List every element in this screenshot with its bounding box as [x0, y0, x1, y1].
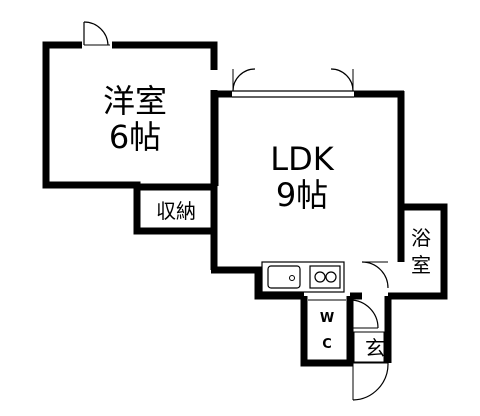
- storage-walls: [133, 185, 214, 235]
- western-room-top-wall: [112, 41, 218, 70]
- bathroom-walls: [388, 203, 448, 300]
- sink: [267, 265, 301, 289]
- wc-walls: [300, 296, 354, 367]
- entrance-walls: [346, 296, 392, 363]
- bathroom: 浴 室: [361, 203, 448, 300]
- entrance-door[interactable]: [352, 362, 389, 401]
- ldk-room: LDK 9帖: [210, 68, 405, 300]
- western-room-name: 洋室: [103, 82, 167, 120]
- entrance: 玄: [346, 292, 392, 401]
- storage-label: 収納: [156, 199, 196, 223]
- ldk-top-window: [232, 68, 354, 98]
- wc-room: W C: [300, 296, 354, 367]
- ldk-bottom-wall: [211, 266, 304, 300]
- kitchen-counter: [261, 261, 345, 293]
- western-room: 洋室 6帖: [42, 21, 218, 191]
- entrance-step: [353, 331, 385, 363]
- burner-left: [314, 271, 326, 283]
- ldk-size: 9帖: [276, 176, 328, 214]
- sink-drain: [289, 275, 295, 281]
- storage: 収納: [133, 185, 214, 235]
- bathroom-label-2: 室: [411, 253, 431, 277]
- counter-outline: [261, 261, 345, 293]
- entrance-label: 玄: [365, 336, 385, 360]
- bathroom-label-1: 浴: [411, 226, 431, 250]
- western-room-door[interactable]: [83, 21, 110, 46]
- ldk-name: LDK: [270, 140, 334, 178]
- bathroom-door[interactable]: [361, 261, 389, 289]
- wc-label-c: C: [322, 337, 332, 352]
- burner-right: [325, 271, 337, 283]
- wc-label-w: W: [320, 311, 334, 326]
- stove: [309, 265, 341, 289]
- wc-door-swing[interactable]: [349, 299, 379, 329]
- western-room-size: 6帖: [109, 118, 161, 156]
